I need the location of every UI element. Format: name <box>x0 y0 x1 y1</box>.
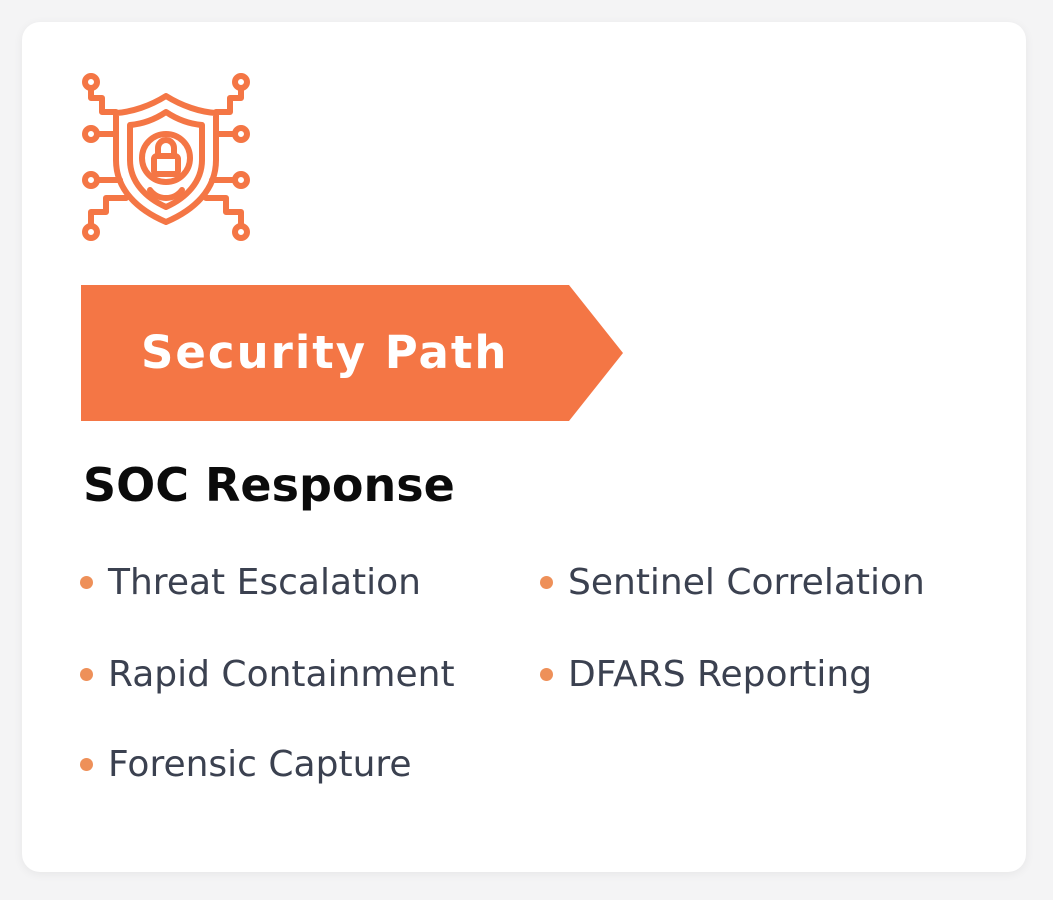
service-card: Security Path SOC Response Threat Escala… <box>22 22 1026 872</box>
bullet-dot-icon <box>540 576 553 589</box>
bullet-dot-icon <box>80 668 93 681</box>
feature-item: Rapid Containment <box>80 654 455 695</box>
feature-label: Sentinel Correlation <box>568 562 925 603</box>
bullet-dot-icon <box>80 576 93 589</box>
feature-item: Forensic Capture <box>80 744 412 785</box>
shield-circuit-lock-icon <box>80 72 252 244</box>
feature-label: Rapid Containment <box>108 654 455 695</box>
feature-label: Threat Escalation <box>108 562 421 603</box>
feature-item: Threat Escalation <box>80 562 421 603</box>
feature-label: DFARS Reporting <box>568 654 873 695</box>
bullet-dot-icon <box>80 758 93 771</box>
card-title: SOC Response <box>83 458 455 512</box>
feature-item: DFARS Reporting <box>540 654 872 695</box>
path-label: Security Path <box>141 326 509 379</box>
feature-label: Forensic Capture <box>108 744 412 785</box>
security-path-banner: Security Path <box>81 285 623 421</box>
feature-item: Sentinel Correlation <box>540 562 925 603</box>
bullet-dot-icon <box>540 668 553 681</box>
